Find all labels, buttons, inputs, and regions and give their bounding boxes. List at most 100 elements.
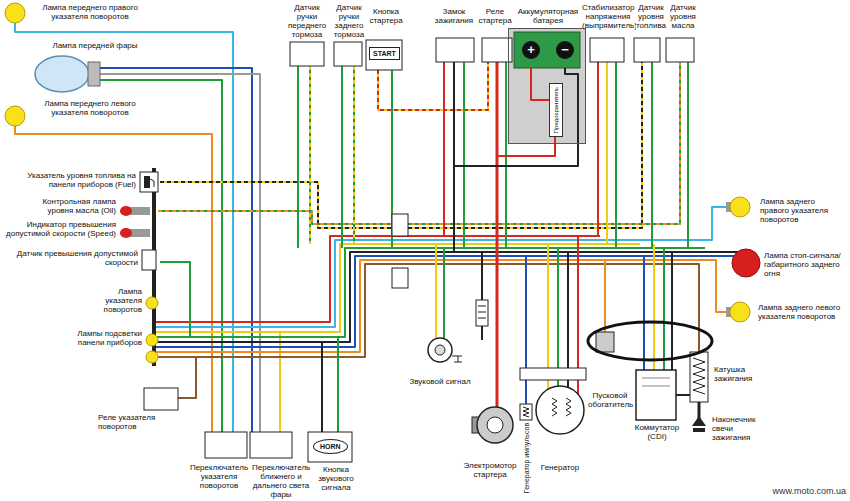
wire-harness: [15, 23, 738, 432]
rear-lamp: [730, 197, 750, 217]
wire-harness: [481, 252, 483, 300]
instrument-panel: [142, 250, 156, 270]
headlight-bulb: [88, 62, 100, 86]
instrument-panel: [146, 334, 158, 346]
label-block: Датчик ручки заднего тормоза: [331, 4, 367, 40]
wire-harness: [653, 244, 655, 370]
label-block: Лампа стоп-сигнала/габаритного заднего о…: [764, 252, 848, 279]
part-label: Контрольная лампа уровня масла (Oil): [42, 197, 116, 215]
part-label: Лампа заднего левого указателя поворотов: [758, 303, 840, 321]
label-block: Индикатор превышения допустимой скорости…: [6, 221, 116, 239]
button-label: START: [373, 50, 396, 57]
wire-harness: [353, 66, 355, 244]
instrument-panel: [120, 228, 132, 238]
wire-harness: [160, 262, 190, 337]
generator-symbol: [552, 398, 571, 416]
part-label: Замок зажигания: [435, 7, 473, 25]
wire-harness: [337, 337, 339, 432]
label-block: Лампа заднего левого указателя поворотов: [758, 304, 846, 322]
part-label: Индикатор превышения допустимой скорости…: [6, 220, 116, 238]
ignition-parts: [596, 332, 708, 432]
wire-harness: [604, 260, 606, 332]
connector-block: [392, 214, 408, 236]
headlight-bulb: [35, 56, 89, 92]
rear-lamp: [726, 197, 760, 322]
wire-harness: [454, 68, 578, 166]
horn-symbol: [428, 300, 488, 362]
headlight-bulb: [35, 56, 100, 92]
label-block: Коммутатор (CDI): [632, 424, 682, 442]
wire-harness: [463, 62, 465, 248]
connector-block: [308, 432, 352, 462]
label-block: www.moto.com.ua: [760, 486, 846, 497]
label-block: Датчик уровня топлива: [635, 4, 667, 31]
wire-harness: [156, 252, 738, 342]
part-label: Реле стартера: [478, 7, 511, 25]
start-button: START: [369, 47, 400, 60]
part-label: Пусковой обогатитель: [588, 391, 633, 409]
label-block: Переключатель ближнего и дальнего света …: [252, 464, 310, 500]
wire-harness: [531, 68, 549, 100]
label-block: Аккумуляторная батарея: [514, 8, 582, 26]
part-label: Лампа переднего левого указателя поворот…: [44, 99, 136, 117]
horn-symbol: [428, 338, 452, 362]
label-block: Пусковой обогатитель: [588, 392, 632, 410]
label-block: Датчик уровня масла: [668, 4, 698, 31]
wire-harness: [160, 62, 642, 228]
connector-block: [144, 388, 178, 410]
wire-harness: [158, 62, 680, 224]
wire-harness: [643, 256, 645, 370]
wire-harness: [156, 256, 738, 347]
part-label: Генератор импульсов: [523, 423, 530, 493]
label-block: Наконечник свечи зажигания: [712, 416, 772, 443]
terminal-sign: −: [556, 41, 574, 59]
part-label: Кнопка звукового сигнала: [318, 465, 354, 492]
connector-block: [366, 40, 402, 70]
horn-symbol: [435, 345, 445, 355]
wire-harness: [676, 394, 690, 396]
terminal-sign: +: [522, 41, 540, 59]
fuse-label: Предохранитель: [553, 87, 559, 133]
part-label: Лампа передней фары: [52, 41, 137, 50]
battery: +− Предохранитель: [508, 28, 586, 144]
instrument-panel: [150, 179, 154, 187]
rear-lamp: [730, 302, 750, 322]
instrument-panel: [120, 206, 132, 216]
part-label: Кнопка стартера: [369, 7, 402, 25]
part-label: Реле указателя поворотов: [98, 413, 155, 431]
connector-block: [666, 38, 694, 62]
wire-harness: [496, 62, 499, 407]
connector-block: [250, 432, 292, 458]
wire-harness: [156, 264, 699, 357]
label-block: Стабилизатор напряжения (выпрямитель): [582, 4, 634, 31]
starter-motor: [472, 407, 513, 443]
connector-block: [590, 38, 624, 62]
generator-symbol: [520, 404, 532, 420]
label-block: Катушка зажигания: [714, 366, 766, 384]
wire-harness: [341, 66, 343, 248]
part-label: Коммутатор (CDI): [635, 423, 680, 441]
highlight-ring: [588, 322, 712, 360]
wire-harness: [178, 357, 196, 398]
wire-harness: [687, 62, 689, 248]
ignition-parts: [690, 352, 708, 402]
part-label: Переключатель указателя поворотов: [190, 463, 248, 490]
wire-harness: [158, 62, 680, 224]
horn-symbol: [452, 356, 462, 362]
connector-block: [334, 42, 362, 66]
part-label: Датчик ручки заднего тормоза: [334, 3, 364, 39]
ignition-parts: [692, 416, 706, 426]
starter-motor: [487, 417, 503, 433]
generator-symbol: [536, 386, 584, 434]
part-label: Лампы подсветки панели приборов: [77, 329, 142, 347]
part-label: Катушка зажигания: [714, 365, 752, 383]
part-label: Электромотор стартера: [464, 461, 517, 479]
part-label: Лампа стоп-сигнала/габаритного заднего о…: [764, 251, 841, 278]
label-block: Лампа передней фары: [40, 42, 150, 51]
label-block: Датчик ручки переднего тормоза: [284, 4, 330, 40]
part-label: Звуковой сигнал: [409, 377, 470, 386]
part-label: Наконечник свечи зажигания: [712, 415, 755, 442]
label-block: Генератор: [536, 464, 584, 473]
ignition-parts: [693, 358, 705, 394]
wire-harness: [577, 236, 579, 368]
